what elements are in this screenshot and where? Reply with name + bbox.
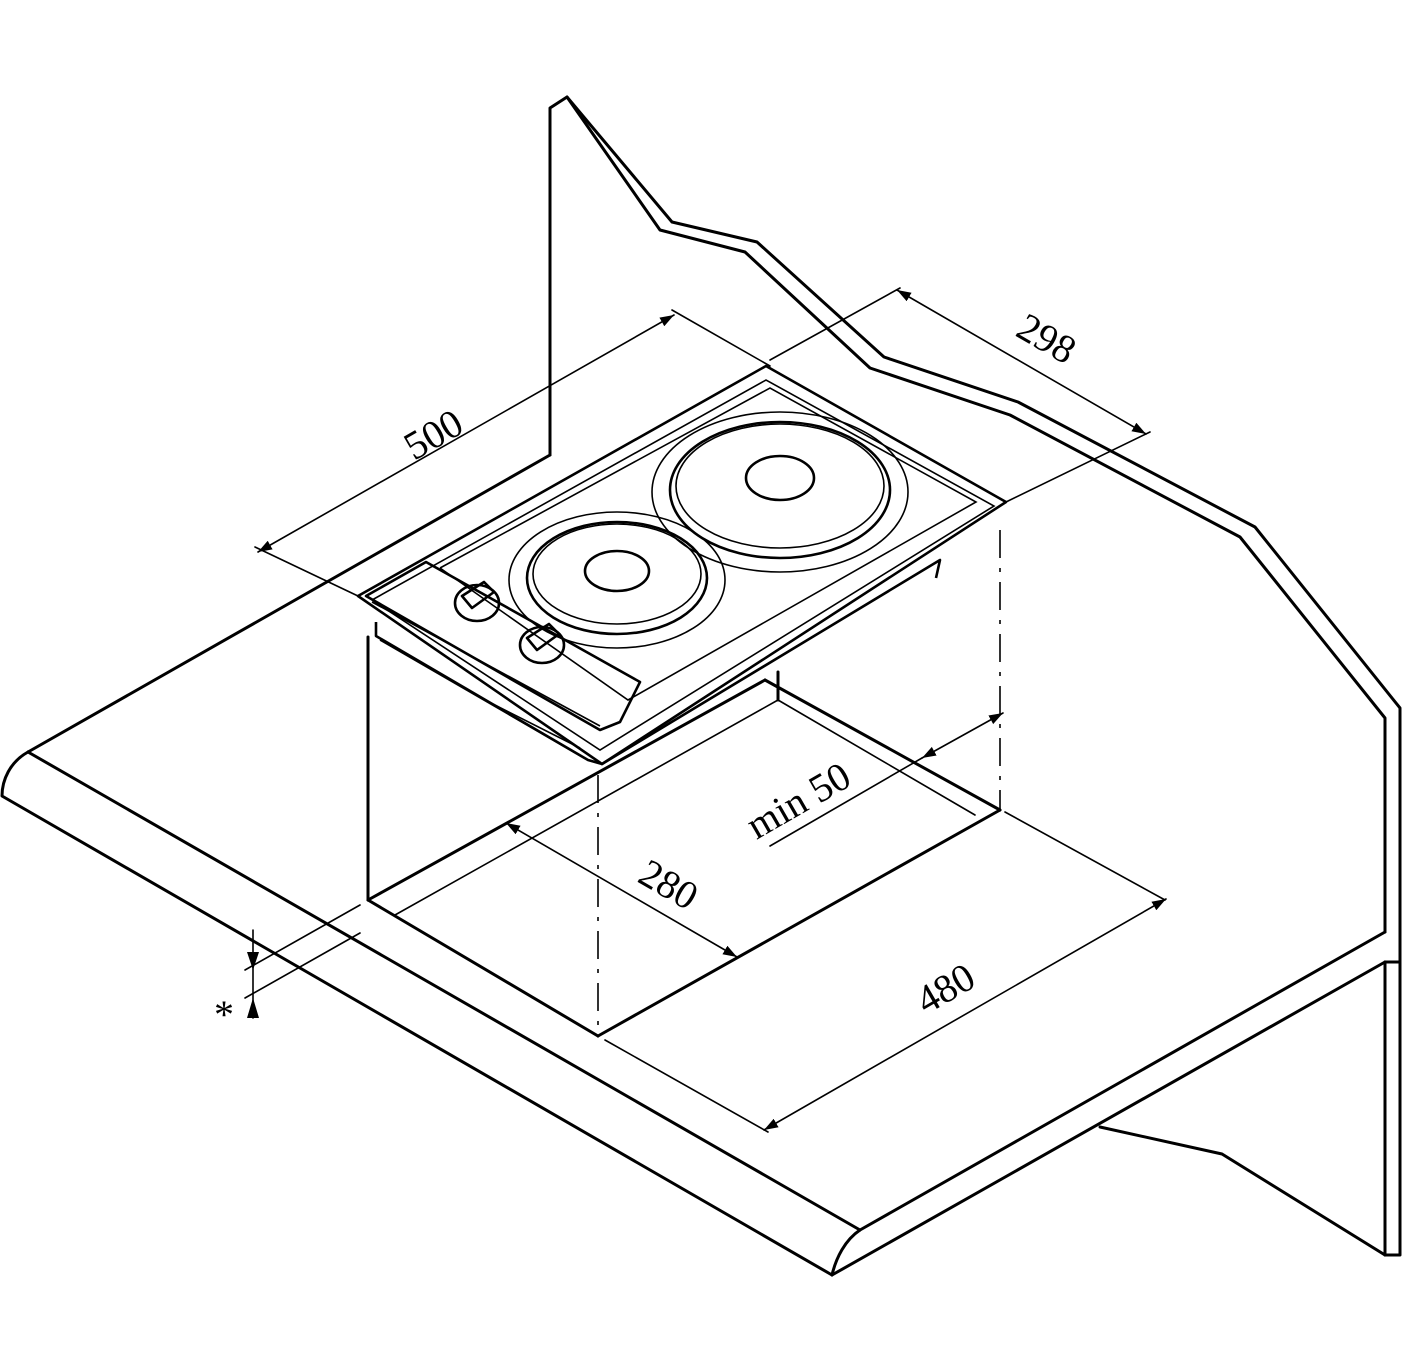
dimension-worktop-thickness: * <box>214 904 361 1037</box>
dimension-480-label: 480 <box>908 954 982 1023</box>
dimension-298: 298 <box>769 287 1151 503</box>
dimension-500-label: 500 <box>396 400 470 469</box>
dimension-480: 480 <box>604 811 1167 1133</box>
dimension-280: 280 <box>505 822 738 958</box>
worktop-note-asterisk: * <box>214 992 234 1037</box>
dimension-min-50: min 50 <box>738 712 1004 848</box>
knob-left[interactable] <box>453 580 501 623</box>
cutout-box <box>366 530 1002 1038</box>
hotplate-large <box>651 411 909 573</box>
dimension-min-50-label: min 50 <box>738 753 858 848</box>
dimension-280-label: 280 <box>632 850 706 919</box>
worktop <box>0 453 1387 1277</box>
